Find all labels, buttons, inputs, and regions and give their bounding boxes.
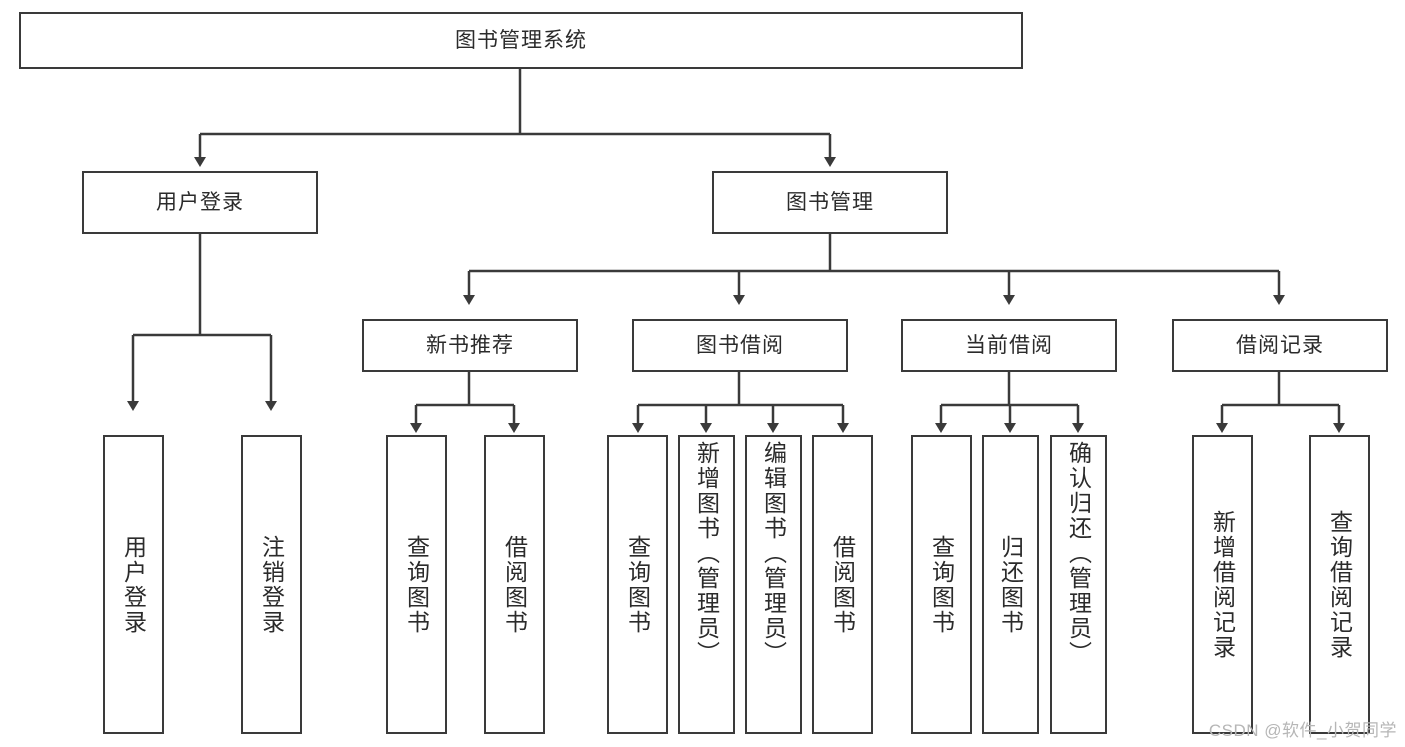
node-leaf-query-book-1[interactable]: 查询图书 bbox=[386, 435, 447, 734]
node-leaf-add-book[interactable]: 新增图书（管理员） bbox=[678, 435, 735, 734]
node-leaf-logout[interactable]: 注销登录 bbox=[241, 435, 302, 734]
node-leaf-add-record-label: 新增借阅记录 bbox=[1209, 509, 1236, 660]
node-leaf-query-book-2[interactable]: 查询图书 bbox=[607, 435, 668, 734]
node-leaf-add-record[interactable]: 新增借阅记录 bbox=[1192, 435, 1253, 734]
node-leaf-borrow-book-1-label: 借阅图书 bbox=[501, 534, 528, 635]
node-leaf-query-book-2-label: 查询图书 bbox=[624, 534, 651, 635]
node-leaf-borrow-book-1[interactable]: 借阅图书 bbox=[484, 435, 545, 734]
node-leaf-query-book-3-label: 查询图书 bbox=[928, 534, 955, 635]
node-user-login-label: 用户登录 bbox=[156, 190, 244, 214]
node-leaf-query-record-label: 查询借阅记录 bbox=[1326, 509, 1353, 660]
node-leaf-borrow-book-2[interactable]: 借阅图书 bbox=[812, 435, 873, 734]
node-leaf-user-login-label: 用户登录 bbox=[120, 534, 147, 635]
node-leaf-confirm-return-label: 确认归还（管理员） bbox=[1065, 441, 1092, 666]
node-leaf-logout-label: 注销登录 bbox=[258, 534, 285, 635]
node-new-book-recommend-label: 新书推荐 bbox=[426, 333, 514, 357]
node-user-login[interactable]: 用户登录 bbox=[82, 171, 318, 234]
node-book-borrow-label: 图书借阅 bbox=[696, 333, 784, 357]
node-current-borrow-label: 当前借阅 bbox=[965, 333, 1053, 357]
node-leaf-query-book-1-label: 查询图书 bbox=[403, 534, 430, 635]
node-book-management[interactable]: 图书管理 bbox=[712, 171, 948, 234]
node-leaf-add-book-label: 新增图书（管理员） bbox=[693, 441, 720, 666]
node-leaf-return-book-label: 归还图书 bbox=[997, 534, 1024, 635]
node-book-management-label: 图书管理 bbox=[786, 190, 874, 214]
node-leaf-query-record[interactable]: 查询借阅记录 bbox=[1309, 435, 1370, 734]
node-leaf-confirm-return[interactable]: 确认归还（管理员） bbox=[1050, 435, 1107, 734]
node-leaf-edit-book-label: 编辑图书（管理员） bbox=[760, 441, 787, 666]
node-leaf-return-book[interactable]: 归还图书 bbox=[982, 435, 1039, 734]
node-borrow-record-label: 借阅记录 bbox=[1236, 333, 1324, 357]
node-leaf-query-book-3[interactable]: 查询图书 bbox=[911, 435, 972, 734]
node-root-label: 图书管理系统 bbox=[455, 28, 587, 52]
node-borrow-record[interactable]: 借阅记录 bbox=[1172, 319, 1388, 372]
node-book-borrow[interactable]: 图书借阅 bbox=[632, 319, 848, 372]
watermark-text: CSDN @软件_小贺同学 bbox=[1208, 721, 1397, 740]
node-root[interactable]: 图书管理系统 bbox=[19, 12, 1023, 69]
node-leaf-edit-book[interactable]: 编辑图书（管理员） bbox=[745, 435, 802, 734]
node-leaf-borrow-book-2-label: 借阅图书 bbox=[829, 534, 856, 635]
node-new-book-recommend[interactable]: 新书推荐 bbox=[362, 319, 578, 372]
node-current-borrow[interactable]: 当前借阅 bbox=[901, 319, 1117, 372]
node-leaf-user-login[interactable]: 用户登录 bbox=[103, 435, 164, 734]
